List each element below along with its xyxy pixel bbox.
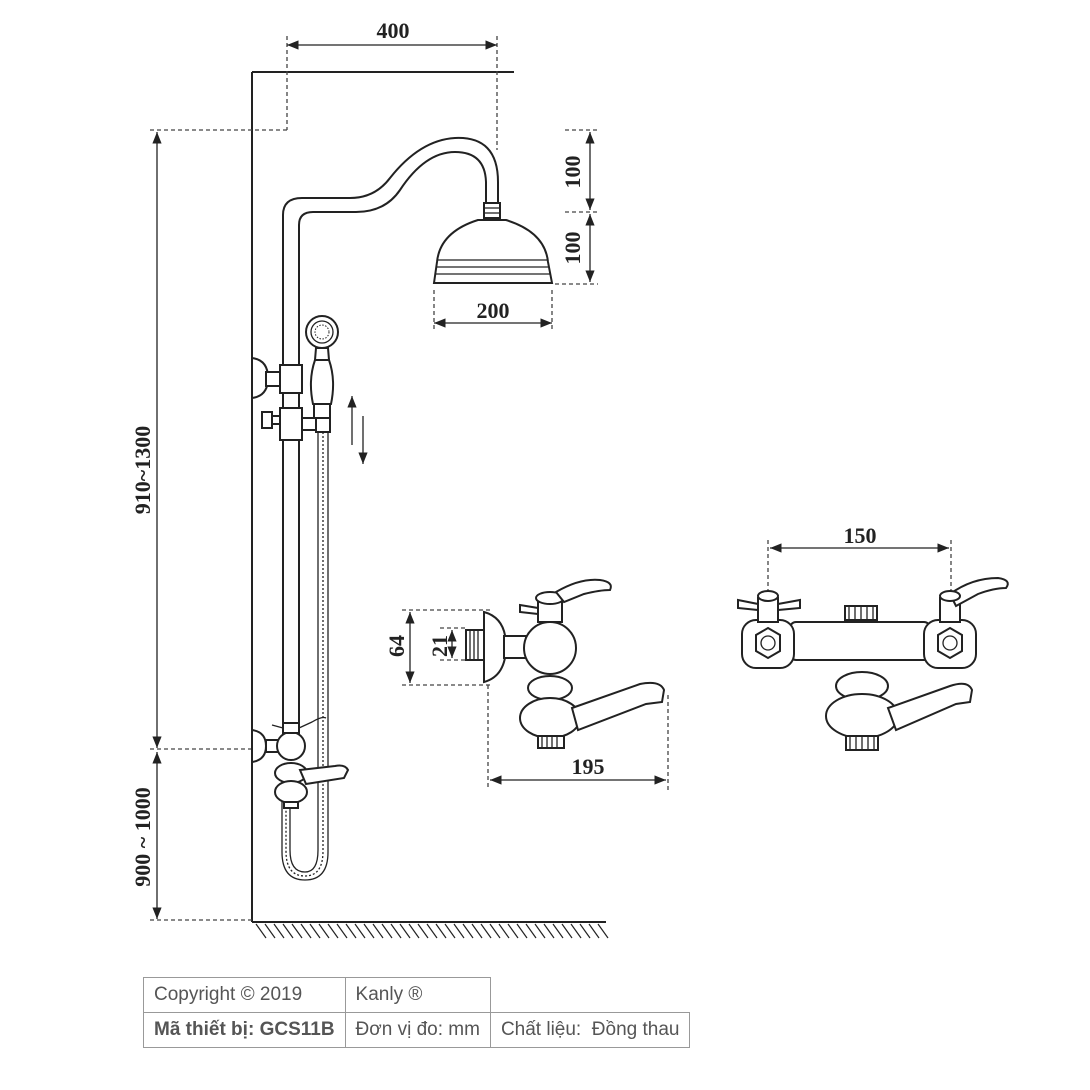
dim-label-head-diameter: 200 [477,298,510,323]
brand-cell: Kanly ® [344,977,491,1013]
info-table: Copyright © 2019 Kanly ® Mã thiết bị: GC… [143,977,691,1048]
floor-hatch-line [507,923,519,939]
floor-hatch-line [273,923,285,939]
material-label: Chất liệu: [500,1019,582,1040]
material-value: Đồng thau [591,1019,680,1040]
floor-hatch-line [381,923,393,939]
slide-direction-arrows [347,396,368,464]
floor-hatch-line [363,923,375,939]
floor-hatch-line [588,923,600,939]
model-cell: Mã thiết bị: GCS11B [143,1012,346,1048]
floor-hatch-line [417,923,429,939]
material-cell: Chất liệu: Đồng thau [489,1012,691,1048]
floor-hatch-line [408,923,420,939]
floor-hatch-line [336,923,348,939]
dim-label-mixer-length: 195 [572,754,605,779]
dimension-head-height: 100 100 [555,129,598,285]
floor-hatch-line [597,923,609,939]
wall-bracket-upper [251,356,303,400]
floor-hatch-line [309,923,321,939]
rain-shower-head [432,202,554,284]
floor-hatch-line [399,923,411,939]
floor-hatch-line [435,923,447,939]
floor-hatch-line [300,923,312,939]
floor-hatch-line [579,923,591,939]
floor-hatch-line [354,923,366,939]
dimension-head-diameter: 200 [433,290,553,330]
sliding-bracket [261,407,331,441]
empty-cell [489,977,690,1013]
floor-hatch-line [525,923,537,939]
shower-riser [282,136,499,740]
floor-hatch-line [471,923,483,939]
dim-label-mixer-body: 64 [384,635,409,657]
floor-hatch-line [372,923,384,939]
dim-label-mixer-height: 900 ~ 1000 [130,787,155,886]
floor-hatch-line [570,923,582,939]
floor-hatch-line [444,923,456,939]
dim-label-rail-height: 910~1300 [130,426,155,514]
mixer-side-view: 64 21 195 [384,578,669,790]
wall [251,71,514,922]
floor-hatch-line [345,923,357,939]
floor-hatch-line [462,923,474,939]
rail-top-reference [150,129,287,921]
floor-hatch-line [534,923,546,939]
dim-label-arm-reach: 400 [377,18,410,43]
unit-cell: Đơn vị đo: mm [344,1012,491,1048]
floor-hatch-line [426,923,438,939]
floor-hatch-line [552,923,564,939]
floor-hatch-line [453,923,465,939]
hand-shower [305,315,339,419]
floor-hatch-line [264,923,276,939]
dim-label-valve-spacing: 150 [844,523,877,548]
floor-hatch-line [291,923,303,939]
floor-hatch-line [390,923,402,939]
unit-value: mm [448,1019,480,1040]
floor-hatch [252,921,609,939]
copyright-cell: Copyright © 2019 [143,977,346,1013]
floor-hatch-line [561,923,573,939]
floor-hatch-line [327,923,339,939]
dim-label-mixer-inlet: 21 [427,635,452,657]
floor-hatch-line [543,923,555,939]
dim-label-head-bottom: 100 [560,232,585,265]
floor-hatch-line [498,923,510,939]
wall-mixer-small [251,716,350,809]
dimension-rail-height: 910~1300 [130,132,162,748]
mixer-front-view: 150 [737,523,1009,751]
dimension-arm-reach: 400 [286,18,498,150]
floor-hatch-line [255,923,267,939]
model-value: GCS11B [259,1019,335,1040]
model-label: Mã thiết bị: [154,1019,255,1040]
floor-hatch-line [318,923,330,939]
dimension-mixer-height: 900 ~ 1000 [130,752,162,919]
shower-hose [281,432,329,881]
dim-label-head-top: 100 [560,156,585,189]
unit-label: Đơn vị đo: [355,1019,443,1040]
floor-hatch-line [489,923,501,939]
floor-hatch-line [480,923,492,939]
floor-hatch-line [516,923,528,939]
floor-hatch-line [282,923,294,939]
